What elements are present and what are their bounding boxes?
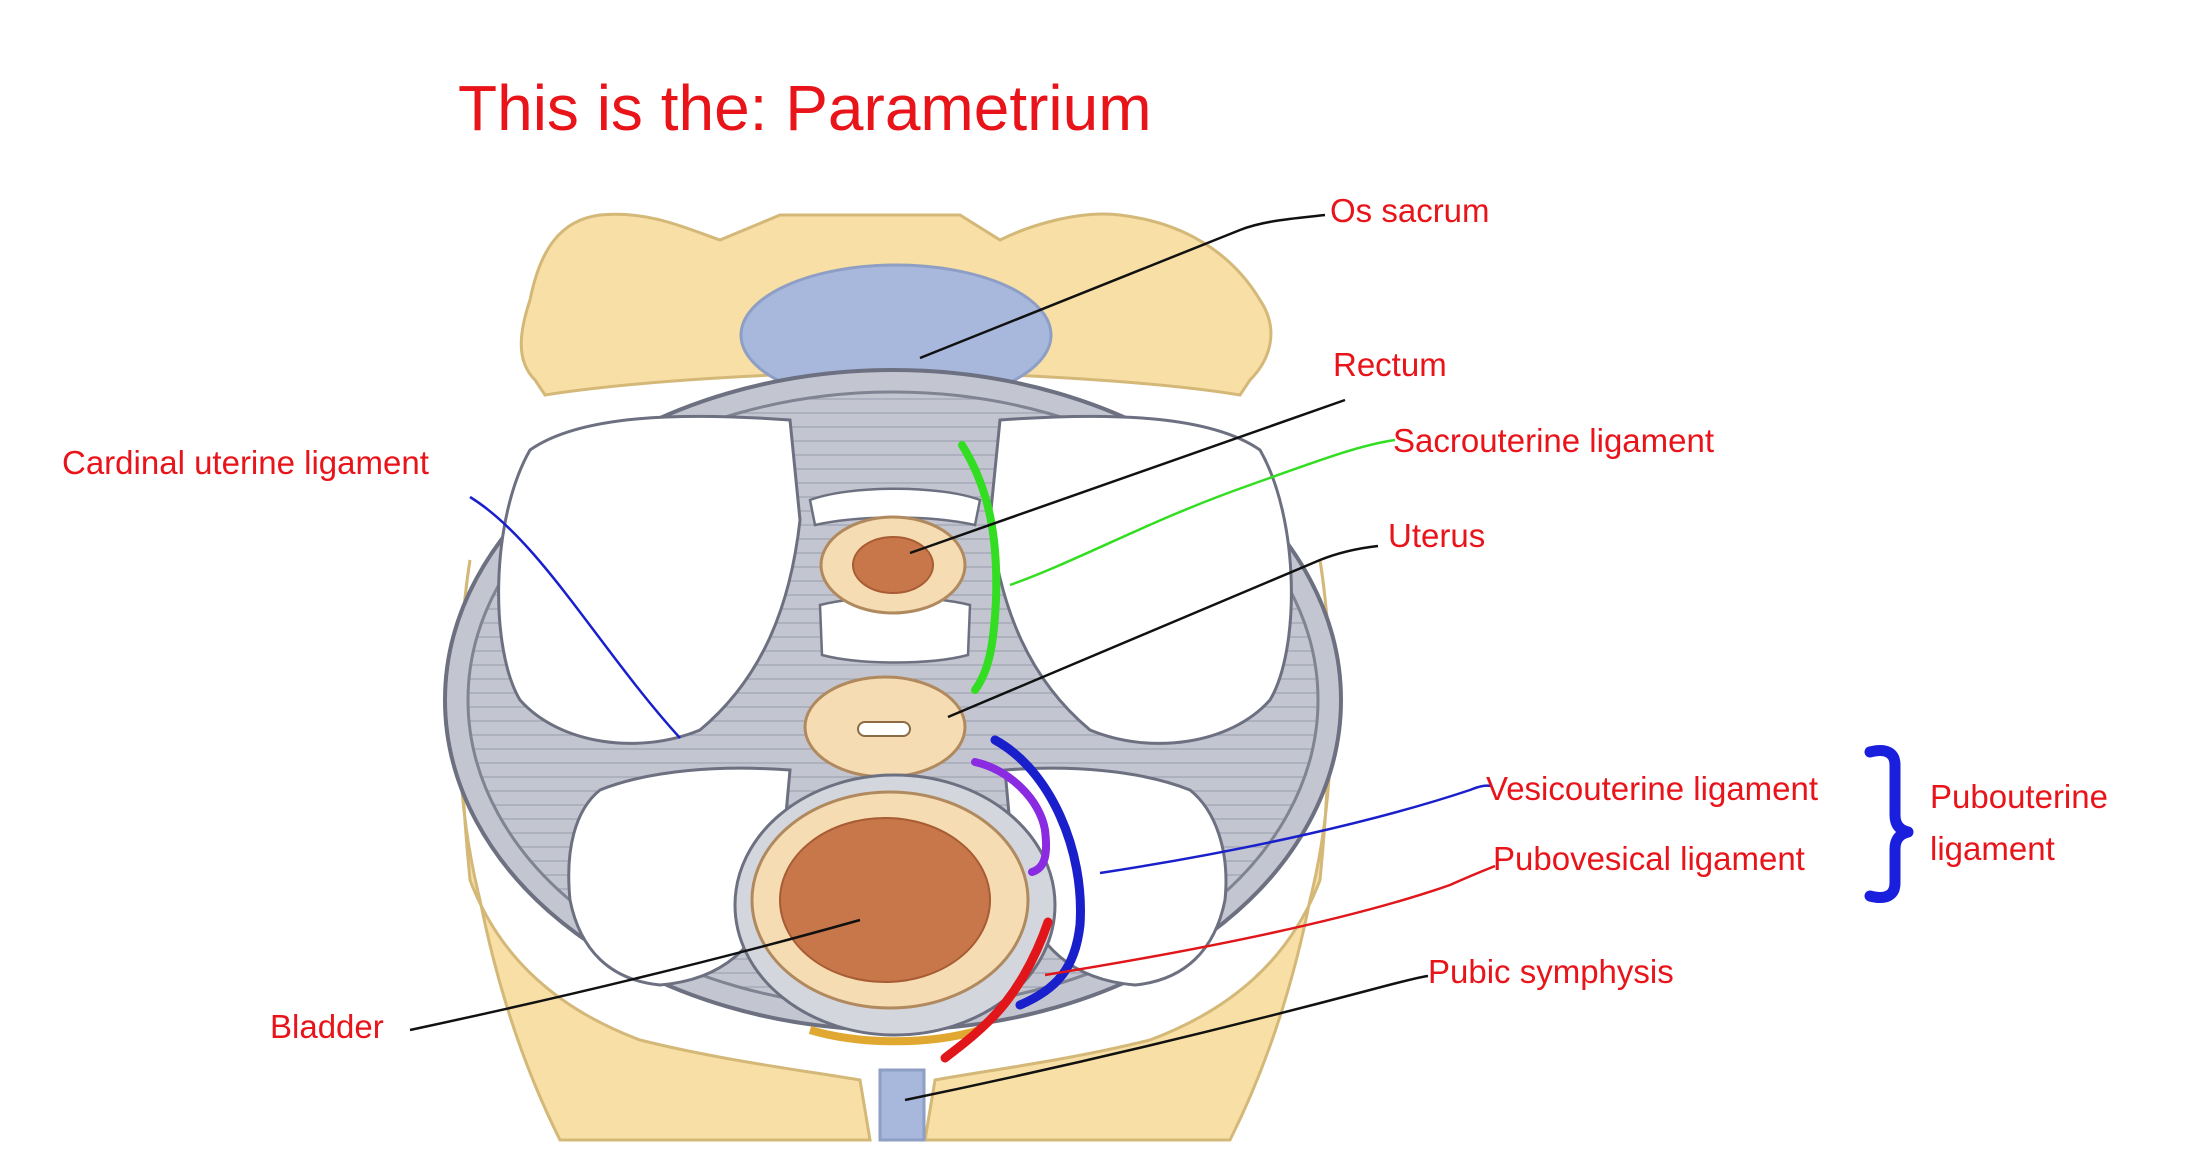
vesicouterine-label: Vesicouterine ligament (1486, 770, 1818, 807)
pubic-fat-pad (808, 1026, 982, 1046)
cervical-canal (857, 721, 911, 737)
os-sacrum-label: Os sacrum (1330, 192, 1490, 229)
purple-ligament-line (971, 758, 1051, 876)
bladder-label: Bladder (270, 1008, 384, 1045)
pubovesical-leader (1044, 864, 1496, 977)
pubic-symphysis-leader (904, 974, 1429, 1102)
cardinal-leader (469, 495, 681, 739)
leader-lines (409, 213, 1496, 1102)
page-title: This is the: Parametrium (458, 72, 1152, 144)
uterus (803, 675, 967, 779)
pubouterine-brace (1864, 745, 1914, 903)
uterus-label: Uterus (1388, 517, 1485, 554)
os-sacrum-leader (919, 213, 1326, 360)
pubovesical-label: Pubovesical ligament (1493, 840, 1805, 877)
cardinal-label: Cardinal uterine ligament (62, 444, 429, 481)
pubouterine-label-line1: Pubouterine (1930, 778, 2108, 815)
vesicouterine-ligament-line (990, 735, 1085, 1010)
rectum-leader (909, 398, 1346, 555)
sacrouterine-label: Sacrouterine ligament (1393, 422, 1714, 459)
sacrouterine-leader (1009, 438, 1396, 587)
bladder-lumen (779, 817, 991, 983)
right-hip-bone (923, 559, 1333, 1142)
rectum (819, 515, 967, 615)
uterus-leader (947, 544, 1379, 719)
left-hip-bone (457, 559, 872, 1142)
vesicouterine-leader (1099, 784, 1493, 875)
pubic-symphysis-label: Pubic symphysis (1428, 953, 1674, 990)
left-lower-space (567, 766, 792, 987)
left-upper-space (497, 414, 802, 745)
sacrouterine-ligament-line (958, 441, 1001, 694)
pubovesical-ligament-line (940, 917, 1053, 1063)
rectum-lumen (852, 536, 934, 594)
pubic-symphysis (878, 1068, 926, 1142)
bladder (733, 773, 1057, 1046)
pubouterine-label-line2: ligament (1930, 830, 2055, 867)
bladder-leader (409, 918, 861, 1032)
retro-rectal-space (808, 487, 982, 527)
rectum-label: Rectum (1333, 346, 1447, 383)
